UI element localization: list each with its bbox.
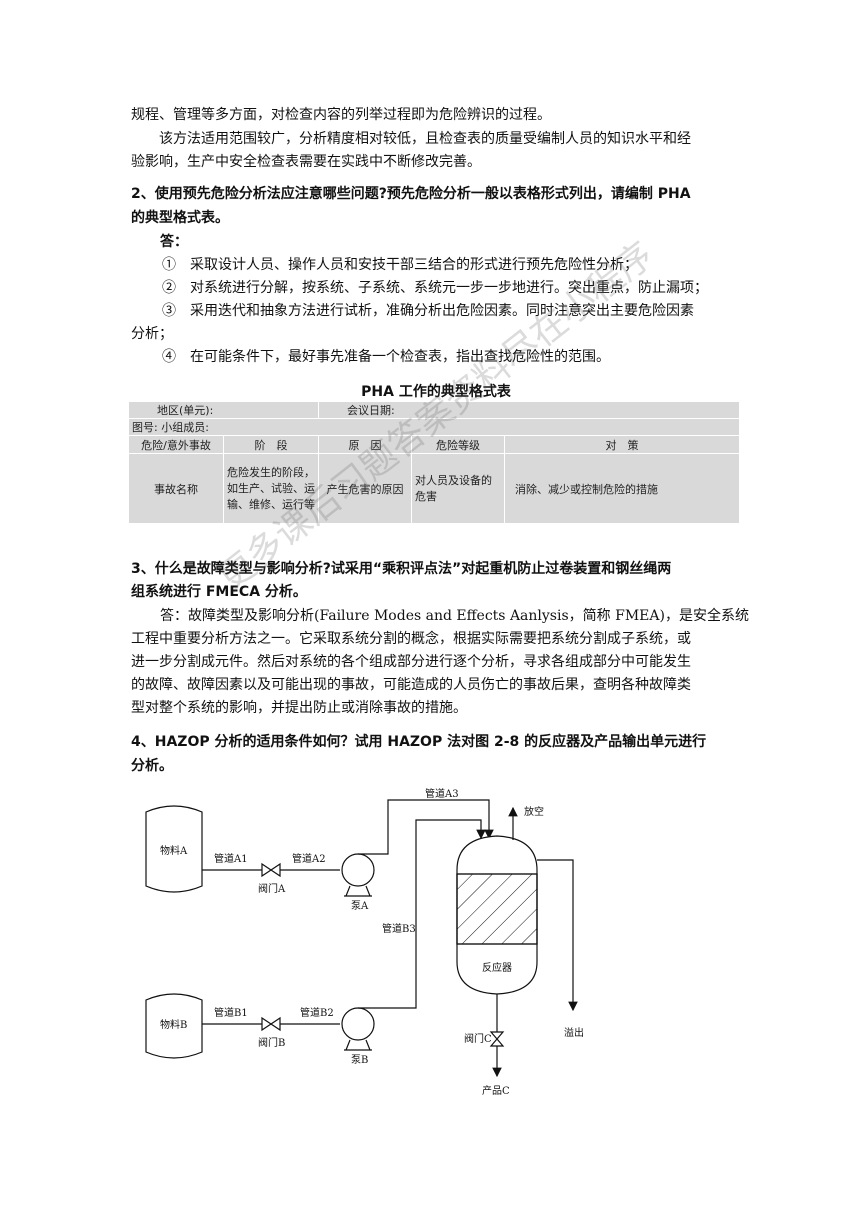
product-c-label: 产品C: [482, 1084, 510, 1097]
table-cell: 会议日期:: [318, 401, 740, 419]
pha-table: 地区(单元): 会议日期: 图号: 小组成员: 危险/意外事故 阶 段 原 因 …: [128, 401, 740, 524]
table-cell: 地区(单元):: [128, 401, 319, 419]
question-3-title-cont: 组系统进行 FMECA 分析。: [131, 584, 307, 600]
table-cell: 产生危害的原因: [318, 453, 412, 524]
answer-line: 工程中重要分析方法之一。它采取系统分割的概念，根据实际需要把系统分割成子系统，或: [131, 631, 691, 647]
table-header: 危险等级: [411, 435, 505, 454]
reactor-label: 反应器: [482, 961, 512, 974]
pha-table-title: PHA 工作的典型格式表: [361, 384, 511, 400]
list-item: ① 采取设计人员、操作人员和安技干部三结合的形式进行预先危险性分析；: [162, 257, 638, 273]
pipe-b3-label: 管道B3: [382, 922, 416, 935]
overflow-label: 溢出: [564, 1026, 584, 1039]
pump-a-label: 泵A: [351, 900, 369, 912]
tank-b-label: 物料B: [160, 1018, 187, 1031]
list-item: ④ 在可能条件下，最好事先准备一个检查表，指出查找危险性的范围。: [162, 349, 610, 365]
paragraph-2a: 该方法适用范围较广，分析精度相对较低，且检查表的质量受编制人员的知识水平和经: [159, 131, 691, 147]
table-cell: 事故名称: [128, 453, 224, 524]
valve-c-icon: [489, 1031, 505, 1047]
table-header: 阶 段: [223, 435, 319, 454]
question-4-title-cont: 分析。: [131, 758, 173, 774]
table-header: 对 策: [504, 435, 740, 454]
table-cell: 消除、减少或控制危险的措施: [504, 453, 740, 524]
table-header: 危险/意外事故: [128, 435, 224, 454]
question-2-title-cont: 的典型格式表。: [131, 210, 229, 226]
pipe-a3-label: 管道A3: [425, 787, 459, 800]
table-cell: 图号: 小组成员:: [128, 418, 740, 436]
pump-b-label: 泵B: [351, 1054, 368, 1066]
table-cell: 对人员及设备的危害: [411, 453, 505, 524]
pipe-b1-label: 管道B1: [214, 1006, 248, 1019]
question-3-title: 3、什么是故障类型与影响分析?试采用“乘积评点法”对起重机防止过卷装置和钢丝绳两: [131, 561, 672, 577]
valve-b-icon: [261, 1016, 281, 1032]
table-cell: 危险发生的阶段，如生产、试验、运输、维修、运行等: [223, 453, 319, 524]
valve-a-label: 阀门A: [258, 882, 286, 895]
tank-a: [145, 805, 203, 893]
question-2-title: 2、使用预先危险分析法应注意哪些问题?预先危险分析一般以表格形式列出，请编制 P…: [131, 186, 691, 202]
valve-c-label: 阀门C: [464, 1032, 492, 1045]
paragraph-2b: 验影响，生产中安全检查表需要在实践中不断修改完善。: [131, 154, 481, 170]
pipe-b2-label: 管道B2: [300, 1006, 334, 1019]
table-header: 原 因: [318, 435, 412, 454]
paragraph-1: 规程、管理等多方面，对检查内容的列举过程即为危险辨识的过程。: [131, 107, 551, 123]
tank-b: [145, 993, 203, 1059]
pump-a-icon: [341, 853, 375, 887]
list-item: ② 对系统进行分解，按系统、子系统、系统元一步一步地进行。突出重点，防止漏项；: [162, 280, 708, 296]
pump-b-icon: [341, 1007, 375, 1041]
answer-line: 进一步分割成元件。然后对系统的各个组成部分进行逐个分析，寻求各组成部分中可能发生: [131, 654, 691, 670]
answer-line: 的故障、故障因素以及可能出现的事故，可能造成的人员伤亡的事故后果，查明各种故障类: [131, 677, 691, 693]
answer-line: 答：故障类型及影响分析(Failure Modes and Effects Aa…: [160, 608, 749, 624]
answer-line: 型对整个系统的影响，并提出防止或消除事故的措施。: [131, 700, 467, 716]
answer-label: 答：: [160, 234, 188, 250]
list-item: 分析；: [131, 326, 173, 342]
tank-a-label: 物料A: [160, 844, 188, 857]
list-item: ③ 采用迭代和抽象方法进行试析，准确分析出危险因素。同时注意突出主要危险因素: [162, 303, 694, 319]
question-4-title: 4、HAZOP 分析的适用条件如何？试用 HAZOP 法对图 2-8 的反应器及…: [131, 734, 707, 750]
valve-a-icon: [261, 862, 281, 878]
vent-label: 放空: [524, 805, 544, 818]
valve-b-label: 阀门B: [258, 1036, 285, 1049]
pipe-a1-label: 管道A1: [214, 852, 248, 865]
reactor-vessel: [456, 835, 538, 995]
pipe-a2-label: 管道A2: [292, 852, 326, 865]
reactor-packing: [456, 873, 538, 945]
